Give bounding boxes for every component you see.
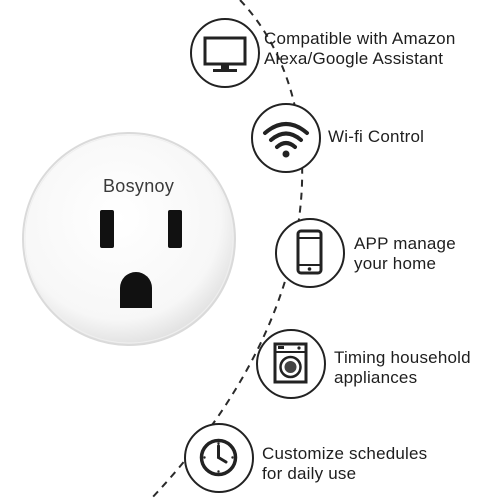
feature-label-schedules: Customize schedules for daily use [262, 444, 428, 483]
feature-label-app: APP manage your home [354, 234, 456, 273]
smartphone-icon [296, 229, 323, 275]
feature-monitor [190, 18, 260, 88]
brand-label: Bosynoy [103, 176, 175, 196]
monitor-icon [203, 36, 247, 72]
feature-wifi [251, 103, 321, 173]
plug-slot-left [100, 210, 114, 248]
plug-slot-right [168, 210, 182, 248]
clock-icon [199, 438, 238, 477]
plug-ground-hole [120, 272, 152, 308]
feature-label-compatible: Compatible with Amazon Alexa/Google Assi… [264, 29, 456, 68]
feature-clock [184, 423, 254, 493]
feature-label-wifi: Wi-fi Control [328, 127, 425, 146]
wifi-icon [263, 122, 309, 158]
feature-washing-machine [256, 329, 326, 399]
feature-label-timing: Timing household appliances [334, 348, 471, 387]
washing-machine-icon [273, 342, 308, 384]
smart-plug [22, 132, 236, 346]
feature-smartphone [275, 218, 345, 288]
